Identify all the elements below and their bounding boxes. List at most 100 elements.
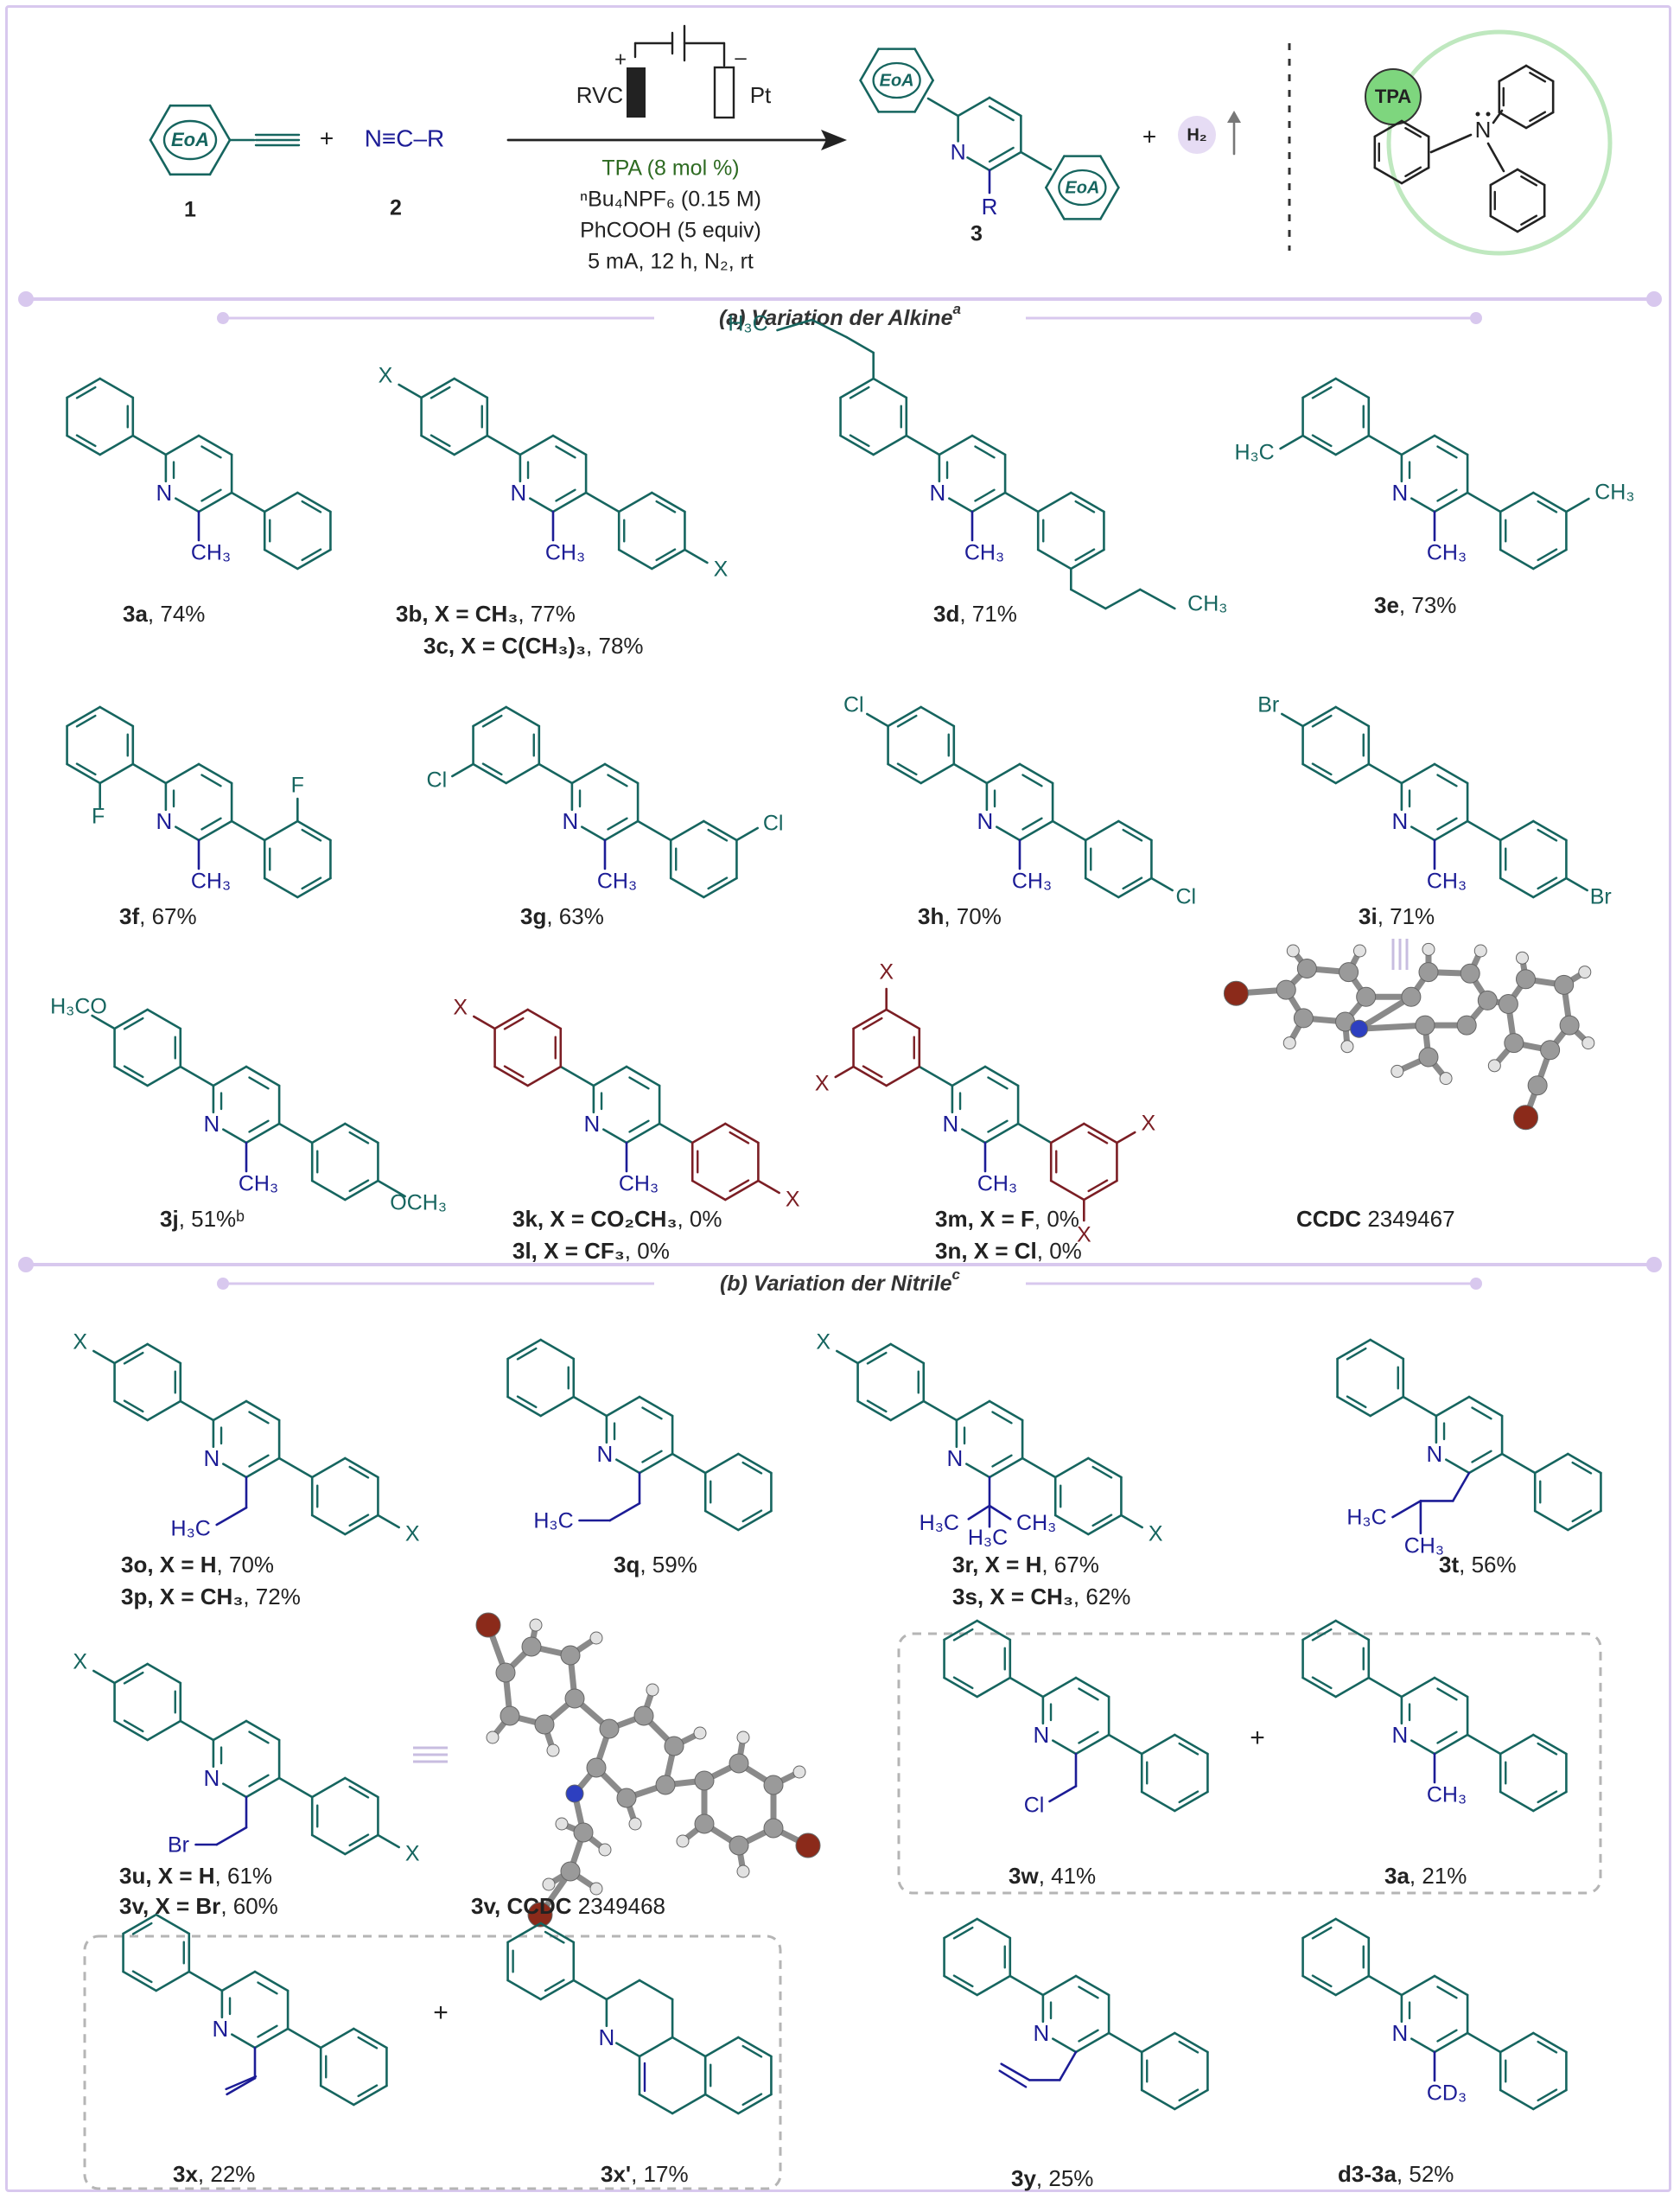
bond bbox=[976, 1619, 1012, 1641]
ring bbox=[493, 1008, 563, 1087]
bond bbox=[296, 819, 332, 842]
bond bbox=[669, 819, 705, 842]
bond bbox=[1499, 876, 1535, 899]
compound-id: 3f bbox=[119, 903, 140, 929]
bond bbox=[1021, 817, 1043, 831]
bond bbox=[1140, 1733, 1176, 1756]
ring bbox=[856, 1342, 926, 1422]
bond bbox=[703, 2036, 740, 2058]
ring bbox=[859, 48, 934, 113]
anode-sign: + bbox=[614, 48, 627, 71]
compound-yield: , 78% bbox=[586, 633, 644, 659]
ring bbox=[839, 377, 908, 456]
rule-dot bbox=[18, 291, 34, 307]
xtal-atom-n bbox=[565, 1784, 584, 1803]
bond bbox=[146, 1065, 182, 1087]
pyridine-nitrogen: N bbox=[204, 1445, 220, 1471]
bond bbox=[952, 1628, 974, 1641]
xtal-atom-h bbox=[693, 1726, 707, 1740]
bond bbox=[1499, 548, 1535, 570]
meta-chloro: Cl bbox=[427, 768, 448, 793]
bond bbox=[1471, 1450, 1492, 1463]
xtal-atom-c bbox=[560, 1645, 581, 1666]
bond bbox=[222, 1128, 248, 1144]
compound-label-q3: 3q, 59% bbox=[614, 1552, 697, 1578]
bond bbox=[146, 1662, 182, 1685]
dashed-box-3x bbox=[83, 1934, 782, 2190]
bond bbox=[608, 1501, 641, 1522]
bond bbox=[625, 1065, 661, 1087]
xtal-atom-c bbox=[1559, 1015, 1580, 1036]
condition-line: 5 mA, 12 h, N₂, rt bbox=[588, 250, 754, 274]
bond bbox=[503, 1065, 525, 1079]
bond bbox=[1404, 127, 1422, 138]
bond bbox=[453, 434, 489, 456]
xtal-atom-c bbox=[573, 1822, 594, 1843]
bond bbox=[1334, 377, 1371, 399]
bond bbox=[1053, 1456, 1090, 1479]
bond bbox=[1436, 2029, 1458, 2043]
bond bbox=[1489, 168, 1519, 187]
bond bbox=[348, 1833, 370, 1847]
bond bbox=[344, 1122, 379, 1144]
compound-yield: , 72% bbox=[243, 1584, 301, 1609]
xtal-atom-c bbox=[534, 1714, 555, 1735]
xtal-atom-c bbox=[586, 1757, 607, 1778]
bond bbox=[703, 1509, 740, 1532]
bond bbox=[122, 1970, 157, 1992]
pyridine-nitrogen: N bbox=[1034, 2020, 1050, 2046]
bond bbox=[123, 1719, 144, 1733]
bond bbox=[1391, 1500, 1422, 1519]
bond bbox=[1051, 819, 1087, 842]
bond bbox=[1532, 819, 1568, 842]
bond bbox=[724, 1122, 760, 1144]
bond bbox=[1524, 111, 1555, 130]
aryl-substituent: X bbox=[815, 1072, 830, 1096]
bond bbox=[1052, 1739, 1078, 1756]
xtal-atom-c bbox=[763, 1818, 784, 1839]
bond bbox=[1074, 1733, 1110, 1756]
bond bbox=[1516, 214, 1546, 233]
xtal-atom-h bbox=[1340, 1040, 1354, 1054]
aryl-substituent: X bbox=[786, 1188, 800, 1212]
compound-id: 3l, X = CF₃ bbox=[512, 1238, 625, 1264]
bond bbox=[1369, 1395, 1405, 1418]
xtal-atom-c bbox=[1504, 1033, 1524, 1054]
bond bbox=[539, 1395, 576, 1418]
bond bbox=[1099, 155, 1120, 189]
bond bbox=[1410, 497, 1436, 513]
xtal-atom-c bbox=[1339, 962, 1359, 983]
bond bbox=[1107, 2031, 1143, 2054]
bond bbox=[245, 1399, 281, 1422]
bond bbox=[885, 1008, 921, 1030]
xtal-atom-br bbox=[527, 1902, 553, 1928]
bond bbox=[1117, 819, 1153, 842]
bond bbox=[1410, 2037, 1436, 2054]
compound-yield: 2349467 bbox=[1361, 1206, 1455, 1232]
bond bbox=[248, 1731, 270, 1744]
compound-label-d3: 3d, 71% bbox=[933, 601, 1017, 628]
bond bbox=[1466, 1733, 1502, 1756]
compound-yield: , 74% bbox=[147, 601, 206, 627]
aryl-substituent: X bbox=[453, 996, 468, 1020]
bond bbox=[113, 1399, 149, 1422]
compound-yield: , 62% bbox=[1072, 1584, 1131, 1609]
ring bbox=[263, 491, 332, 570]
bond bbox=[617, 491, 653, 513]
bond bbox=[1373, 119, 1403, 138]
bond bbox=[741, 1461, 763, 1475]
bond bbox=[310, 1776, 347, 1799]
bond bbox=[638, 2093, 674, 2115]
xtal-atom-c bbox=[564, 1688, 585, 1709]
bond bbox=[920, 762, 956, 785]
ring bbox=[943, 1619, 1012, 1699]
bond bbox=[1091, 1514, 1113, 1527]
bond bbox=[1087, 1456, 1123, 1479]
bond bbox=[1311, 1628, 1333, 1641]
bond bbox=[1532, 2088, 1568, 2111]
compound-label-s3: 3s, X = CH₃, 62% bbox=[952, 1584, 1130, 1610]
bond bbox=[1529, 72, 1547, 83]
